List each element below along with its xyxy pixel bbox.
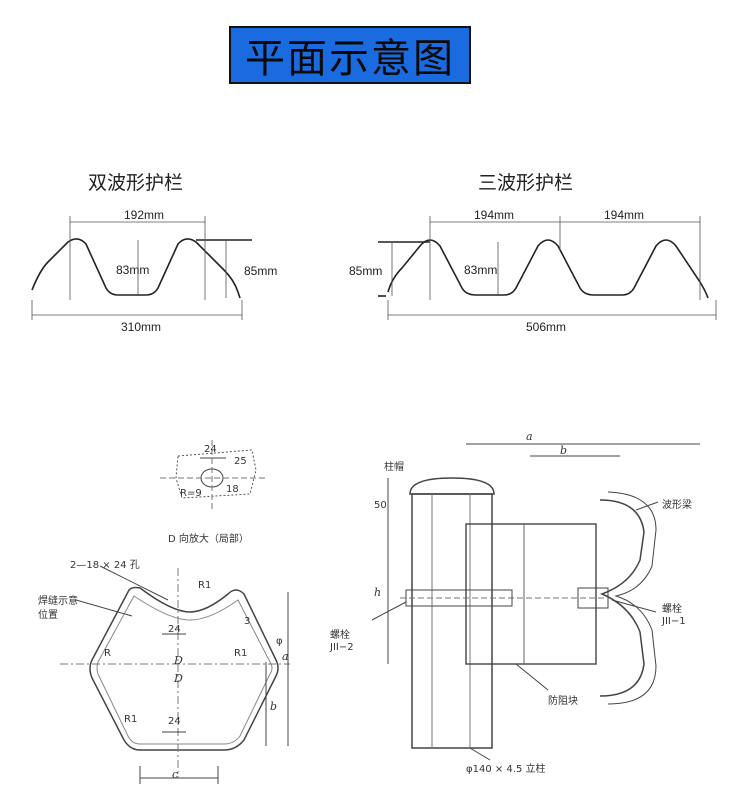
detail-plate bbox=[175, 449, 257, 499]
block-body bbox=[465, 523, 597, 665]
hex-section bbox=[89, 586, 279, 751]
d-bottom: D bbox=[174, 672, 183, 685]
dim-24-bottom: 24 bbox=[168, 716, 181, 727]
wave-beam bbox=[599, 499, 645, 697]
bolt-right bbox=[577, 587, 609, 609]
triple-wave-height: 85mm bbox=[349, 264, 383, 278]
view-caption: D 向放大（局部） bbox=[168, 534, 249, 545]
wave-beam-label: 波形梁 bbox=[662, 500, 692, 511]
post-cap bbox=[409, 477, 495, 495]
dim-50: 50 bbox=[374, 500, 387, 511]
phi-symbol: φ bbox=[276, 636, 283, 647]
dim-a-right: a bbox=[526, 430, 533, 443]
hex-inner bbox=[96, 595, 273, 745]
detail-dim-25: 25 bbox=[234, 456, 247, 467]
weld-label-1: 焊缝示意 bbox=[38, 596, 78, 607]
triple-wave-width-total: 506mm bbox=[526, 320, 567, 334]
triple-wave-width-a: 194mm bbox=[474, 208, 515, 222]
bolt-right-label: 螺栓 bbox=[662, 604, 682, 615]
post-label: φ140 × 4.5 立柱 bbox=[466, 764, 546, 775]
page-title: 平面示意图 bbox=[229, 26, 471, 84]
dim-24-top: 24 bbox=[168, 624, 181, 635]
bolt-left bbox=[405, 589, 513, 607]
bolt-left-code: JII−2 bbox=[330, 642, 354, 653]
page-title-text: 平面示意图 bbox=[245, 36, 455, 82]
double-wave-width-top: 192mm bbox=[124, 208, 165, 222]
detail-dim-24: 24 bbox=[204, 444, 217, 455]
dim-b-right: b bbox=[560, 444, 568, 457]
detail-r9: R=9 bbox=[180, 488, 202, 499]
double-wave-depth: 83mm bbox=[116, 263, 150, 277]
bolt-left-label: 螺栓 bbox=[330, 630, 350, 641]
dim-3: 3 bbox=[244, 616, 251, 627]
r1-right: R1 bbox=[234, 648, 248, 659]
r-left: R bbox=[104, 648, 111, 659]
detail-dim-18: 18 bbox=[226, 484, 239, 495]
dim-a-left: a bbox=[282, 650, 289, 663]
triple-wave-title: 三波形护栏 bbox=[478, 172, 574, 194]
triple-wave-profile bbox=[387, 239, 709, 299]
block-label: 防阻块 bbox=[548, 696, 578, 707]
post-body bbox=[411, 493, 493, 749]
triple-wave-depth: 83mm bbox=[464, 263, 498, 277]
double-wave-title: 双波形护栏 bbox=[88, 172, 184, 194]
bolt-right-code: JII−1 bbox=[662, 616, 686, 627]
double-wave-profile bbox=[31, 238, 241, 299]
d-top: D bbox=[174, 654, 183, 667]
cap-label: 柱帽 bbox=[384, 462, 404, 473]
double-wave-width-total: 310mm bbox=[121, 320, 162, 334]
dim-h: h bbox=[374, 586, 382, 599]
weld-label-2: 位置 bbox=[38, 610, 58, 621]
holes-label: 2—18 × 24 孔 bbox=[70, 560, 140, 571]
r1-bottom: R1 bbox=[124, 714, 138, 725]
dim-b-left: b bbox=[270, 700, 278, 713]
double-wave-height: 85mm bbox=[244, 264, 278, 278]
r1-top: R1 bbox=[198, 580, 212, 591]
triple-wave-width-b: 194mm bbox=[604, 208, 645, 222]
dim-c: c bbox=[172, 768, 179, 781]
